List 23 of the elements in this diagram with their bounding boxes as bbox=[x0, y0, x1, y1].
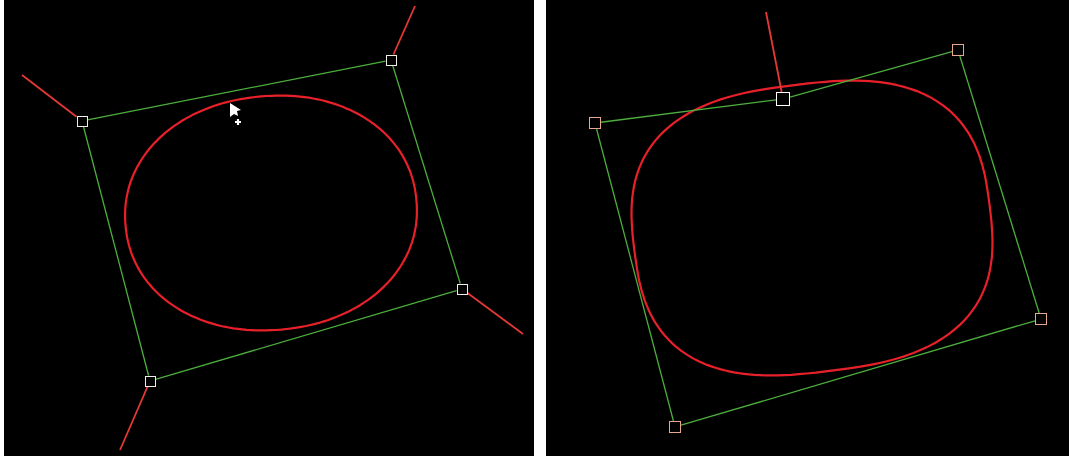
control-point-handle bbox=[776, 92, 790, 106]
handle-line bbox=[119, 385, 149, 451]
control-line bbox=[82, 125, 150, 377]
control-point-handle bbox=[144, 375, 156, 387]
control-line bbox=[680, 320, 1036, 426]
handle-line bbox=[21, 74, 78, 118]
control-line bbox=[154, 289, 458, 381]
control-line bbox=[959, 55, 1040, 314]
control-point-handle bbox=[669, 421, 681, 433]
handle-line bbox=[466, 292, 524, 335]
control-line bbox=[86, 60, 387, 121]
handle-line bbox=[392, 5, 416, 56]
handle-line bbox=[765, 11, 783, 93]
control-point-handle bbox=[589, 117, 601, 129]
control-point-handle bbox=[385, 54, 397, 66]
control-point-handle bbox=[1035, 313, 1047, 325]
control-point-handle bbox=[952, 44, 964, 56]
control-line bbox=[392, 64, 461, 285]
control-line bbox=[789, 51, 953, 98]
control-point-handle bbox=[456, 283, 468, 295]
control-point-handle bbox=[76, 115, 88, 127]
control-line bbox=[595, 128, 675, 422]
control-line bbox=[600, 99, 777, 123]
